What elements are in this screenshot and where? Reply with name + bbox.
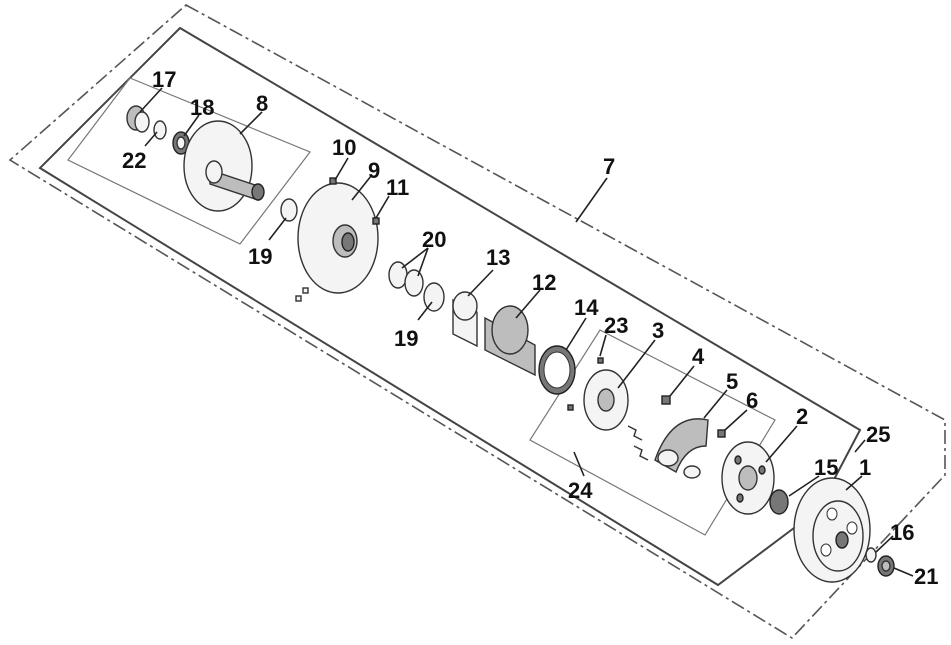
washer-part-16 (865, 547, 877, 563)
callout-10: 10 (332, 135, 356, 160)
spring-seat-part-13 (452, 291, 478, 348)
callout-2: 2 (796, 404, 808, 429)
drive-plate-part-2 (721, 441, 775, 515)
bearing-part-17 (126, 105, 150, 133)
driven-fixed-face-part-8 (183, 120, 265, 212)
callout-15: 15 (814, 455, 838, 480)
callout-1: 1 (859, 455, 871, 480)
oil-seal-part-18 (172, 131, 190, 155)
callout-3: 3 (652, 318, 664, 343)
callout-19-upper: 19 (248, 244, 272, 269)
pin-part-11 (372, 217, 380, 225)
compression-spring-part-12 (484, 305, 536, 377)
clutch-spring-a (627, 425, 643, 441)
seal-part-19b (423, 282, 445, 312)
callout-24: 24 (568, 478, 593, 503)
guide-pin-b (302, 287, 309, 294)
callout-21: 21 (914, 564, 938, 589)
clutch-shoes-part-5 (654, 418, 709, 479)
callout-13: 13 (486, 245, 510, 270)
o-rings-part-20 (388, 261, 424, 297)
seal-part-19a (280, 198, 298, 222)
nut-part-21 (877, 555, 895, 577)
drive-face-subgroup-box (67, 77, 311, 245)
callout-5: 5 (726, 369, 738, 394)
clutch-spring-b (633, 445, 649, 461)
fastener-part-4 (661, 395, 671, 405)
callout-16: 16 (890, 520, 914, 545)
callout-9: 9 (368, 158, 380, 183)
callout-19-lower: 19 (394, 326, 418, 351)
callout-6: 6 (746, 388, 758, 413)
callout-14: 14 (574, 295, 599, 320)
callout-20: 20 (422, 227, 446, 252)
washer-part-15 (769, 489, 789, 515)
pin-part-10 (329, 177, 337, 185)
callout-11: 11 (386, 175, 409, 200)
inner-assembly-boundary (38, 26, 862, 587)
circlip-part-22 (153, 120, 167, 140)
leader-lines (139, 87, 914, 577)
pin-part-23 (597, 357, 604, 364)
washer-small-a (567, 404, 574, 411)
clutch-plate-part-3 (583, 369, 629, 431)
guide-pin-a (295, 295, 302, 302)
callout-12: 12 (532, 270, 556, 295)
callout-8: 8 (256, 91, 268, 116)
callout-17: 17 (152, 67, 176, 92)
callout-18: 18 (190, 95, 214, 120)
callout-4: 4 (692, 344, 705, 369)
callout-25: 25 (866, 422, 890, 447)
callout-7: 7 (603, 154, 615, 179)
fastener-part-6 (717, 429, 726, 438)
callout-23: 23 (604, 313, 628, 338)
movable-driven-face-part-9 (297, 182, 379, 294)
clutch-bell-part-1 (793, 477, 871, 583)
callout-22: 22 (122, 148, 146, 173)
clutch-subgroup-box (529, 329, 776, 536)
